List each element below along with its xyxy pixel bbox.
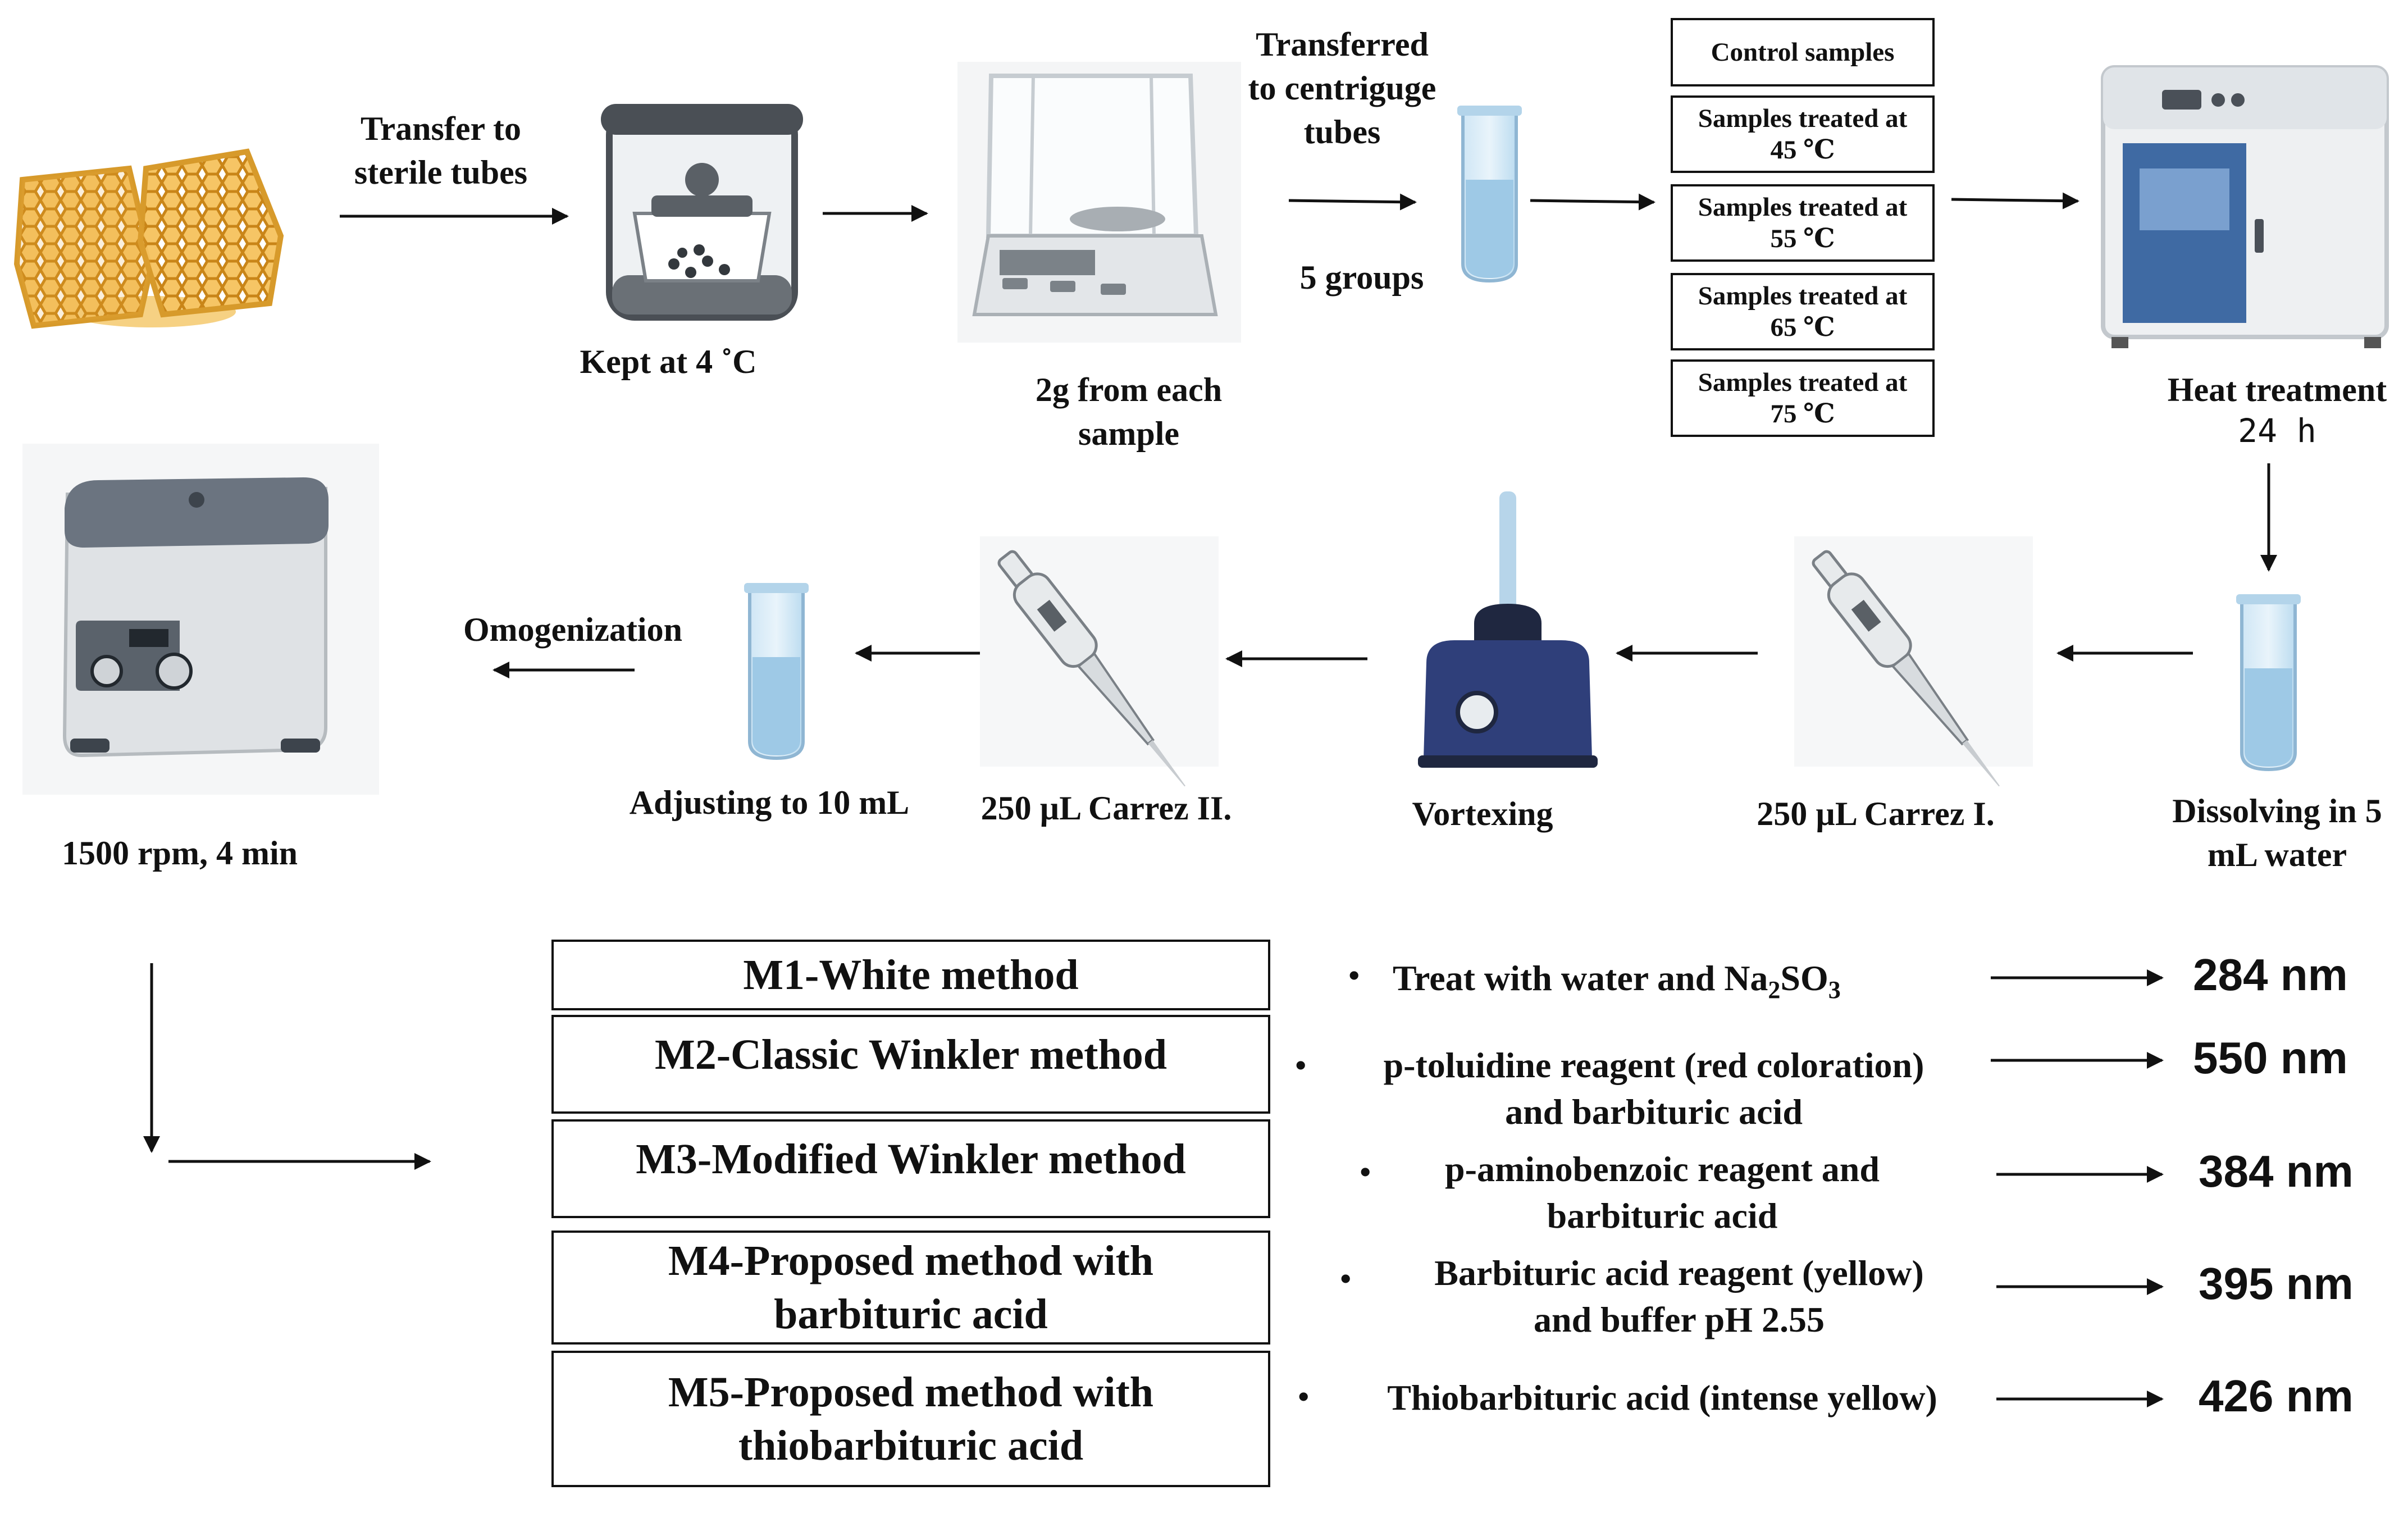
method-box-m2: M2-Classic Winkler method [551, 1015, 1270, 1114]
carrez1-label: 250 µL Carrez I. [1757, 795, 1995, 832]
centrifuge-icon [22, 444, 379, 795]
test-tube-icon [744, 583, 809, 760]
wavelength-m5: 426 nm [2199, 1371, 2354, 1421]
sterile-jar-icon [601, 104, 803, 321]
pipette-icon [1794, 536, 2033, 787]
method-box-m3: M3-Modified Winkler method [551, 1119, 1270, 1218]
heat-label: Heat treatment [2167, 371, 2387, 408]
bullet-m4: • [1339, 1259, 1352, 1298]
bullet-m1: • [1348, 955, 1361, 995]
step-m2: p-toluidine reagent (red coloration) and… [1383, 1045, 1924, 1132]
bullet-m2: • [1294, 1045, 1307, 1085]
bullet-m5: • [1297, 1377, 1310, 1416]
method-box-m1: M1-White method [551, 940, 1270, 1010]
step-m4: Barbituric acid reagent (yellow) and buf… [1434, 1253, 1924, 1340]
arrow-groups-to-incubator [1951, 192, 2079, 209]
sample-group-45: Samples treated at 45 ℃ [1671, 95, 1935, 173]
wavelength-m3: 384 nm [2199, 1146, 2354, 1196]
centrifuge-tubes-label: Transferred to centriguge tubes [1248, 26, 1436, 151]
dissolve-label: Dissolving in 5 mL water [2172, 792, 2382, 873]
method-box-m4: M4-Proposed method with barbituric acid [551, 1231, 1270, 1345]
method-box-m5: M5-Proposed method with thiobarbituric a… [551, 1351, 1270, 1487]
adjust-label: Adjusting to 10 mL [629, 784, 910, 821]
centrifuge-setting-label: 1500 rpm, 4 min [62, 835, 298, 872]
heat-time: 24 h [2238, 412, 2316, 450]
arrow-tube-to-groups [1530, 193, 1656, 211]
bullet-m3: • [1359, 1152, 1372, 1192]
balance-icon [957, 62, 1241, 343]
wavelength-m4: 395 nm [2199, 1259, 2354, 1309]
vortex-label: Vortexing [1412, 795, 1553, 832]
step-m5: Thiobarbituric acid (intense yellow) [1387, 1378, 1937, 1418]
test-tube-icon [1457, 106, 1522, 283]
sample-group-55: Samples treated at 55 ℃ [1671, 184, 1935, 262]
transfer-label: Transfer to sterile tubes [354, 110, 528, 191]
weigh-label: 2g from each sample [1035, 371, 1223, 452]
wavelength-m2: 550 nm [2193, 1033, 2348, 1083]
sample-group-65: Samples treated at 65 ℃ [1671, 273, 1935, 350]
pipette-icon [980, 536, 1219, 787]
arrow-balance-to-tube [1288, 193, 1417, 211]
test-tube-icon [2236, 594, 2301, 772]
groups-label: 5 groups [1299, 259, 1424, 296]
honeycomb-icon [13, 148, 284, 329]
step-m3: p-aminobenzoic reagent and barbituric ac… [1445, 1149, 1880, 1236]
sample-group-control: Control samples [1671, 18, 1935, 86]
omogenization-label: Omogenization [463, 611, 682, 648]
sample-group-75: Samples treated at 75 ℃ [1671, 359, 1935, 437]
kept-label: Kept at 4 ˚C [580, 343, 757, 380]
incubator-icon [2101, 65, 2389, 348]
carrez2-label: 250 µL Carrez II. [980, 790, 1232, 827]
vortex-mixer-icon [1418, 491, 1598, 768]
step-m1: Treat with water and Na2SO3 [1393, 958, 1841, 1004]
wavelength-m1: 284 nm [2193, 950, 2348, 1000]
